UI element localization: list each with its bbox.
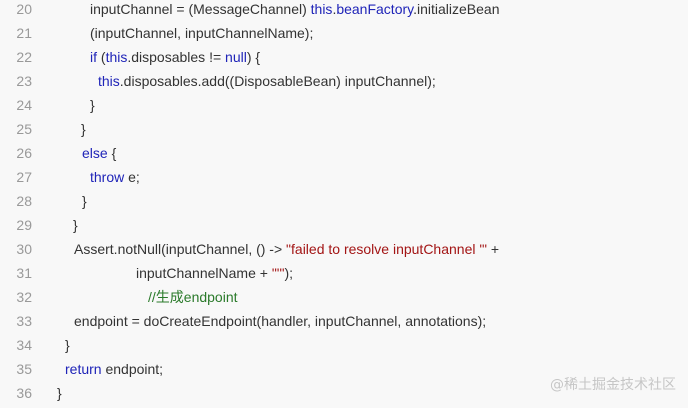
code-token: Assert.notNull(inputChannel, () -> (74, 241, 287, 257)
code-token: . (332, 1, 337, 17)
code-line: 20 inputChannel = (MessageChannel) this.b… (0, 0, 688, 21)
line-number: 29 (16, 217, 32, 233)
code-token: } (90, 97, 95, 113)
code-text: } (57, 381, 62, 405)
code-text: } (82, 189, 87, 213)
line-number: 25 (16, 121, 32, 137)
code-line: 26 else { (0, 141, 688, 165)
code-line: 36} (0, 381, 688, 405)
code-text: return endpoint; (65, 357, 163, 381)
code-line: 27 throw e; (0, 165, 688, 189)
code-line: 35 return endpoint; (0, 357, 688, 381)
code-text: endpoint = doCreateEndpoint(handler, inp… (74, 309, 486, 333)
code-line: 32 //生成endpoint (0, 285, 688, 309)
code-token: } (82, 193, 87, 209)
code-token: "failed to resolve inputChannel '" (286, 241, 488, 257)
line-number: 33 (16, 313, 32, 329)
code-token: .disposables != (127, 49, 226, 65)
code-token: ) { (246, 49, 261, 65)
code-token: (inputChannel, inputChannelName); (90, 25, 314, 41)
code-token: throw (90, 169, 125, 185)
code-line: 34} (0, 333, 688, 357)
line-number: 22 (16, 49, 32, 65)
line-number: 32 (16, 289, 32, 305)
code-token: } (65, 337, 70, 353)
code-text: //生成endpoint (148, 285, 238, 309)
code-text: Assert.notNull(inputChannel, () -> "fail… (74, 237, 499, 261)
code-token: } (57, 385, 62, 401)
code-text: } (90, 93, 95, 117)
code-line: 23 this.disposables.add((DisposableBean) … (0, 69, 688, 93)
line-number: 24 (16, 97, 32, 113)
line-number: 28 (16, 193, 32, 209)
line-number: 34 (16, 337, 32, 353)
code-token: inputChannel = (MessageChannel) (90, 1, 311, 17)
code-text: } (81, 117, 86, 141)
code-token: beanFactory (336, 1, 414, 17)
line-number: 35 (16, 361, 32, 377)
code-line: 21 (inputChannel, inputChannelName); (0, 21, 688, 45)
line-number: 21 (16, 25, 32, 41)
code-token: endpoint = doCreateEndpoint(handler, inp… (74, 313, 487, 329)
code-token: return (65, 361, 102, 377)
line-number: 26 (16, 145, 32, 161)
code-line: 33 endpoint = doCreateEndpoint(handler, i… (0, 309, 688, 333)
code-token: { (107, 145, 117, 161)
code-line: 22 if (this.disposables != null) { (0, 45, 688, 69)
code-line: 28} (0, 189, 688, 213)
code-line: 24} (0, 93, 688, 117)
code-text: else { (82, 141, 116, 165)
code-token: + (487, 241, 500, 257)
code-token: //生成endpoint (148, 289, 238, 305)
code-text: inputChannelName + "'"); (136, 261, 293, 285)
code-line: 31 inputChannelName + "'"); (0, 261, 688, 285)
line-number: 20 (16, 1, 32, 17)
line-number: 27 (16, 169, 32, 185)
line-number: 31 (16, 265, 32, 281)
code-token: } (73, 217, 78, 233)
code-token: this (105, 49, 128, 65)
code-line: 29} (0, 213, 688, 237)
code-text: inputChannel = (MessageChannel) this.bea… (90, 0, 500, 21)
line-number-gutter (0, 0, 48, 408)
code-token: inputChannelName + (136, 265, 272, 281)
code-token: .initializeBean (413, 1, 500, 17)
code-token: e; (124, 169, 140, 185)
code-token: } (81, 121, 86, 137)
line-number: 36 (16, 385, 32, 401)
code-text: this.disposables.add((DisposableBean) in… (98, 69, 436, 93)
code-token: null (225, 49, 247, 65)
code-token: .disposables.add((DisposableBean) inputC… (119, 73, 436, 89)
code-text: } (73, 213, 78, 237)
code-text: } (65, 333, 70, 357)
code-token: this (310, 1, 333, 17)
code-line: 30 Assert.notNull(inputChannel, () -> "fa… (0, 237, 688, 261)
code-text: throw e; (90, 165, 140, 189)
code-token: "'" (271, 265, 285, 281)
code-token: ); (284, 265, 293, 281)
watermark: @稀土掘金技术社区 (550, 377, 676, 393)
line-number: 30 (16, 241, 32, 257)
code-line: 25} (0, 117, 688, 141)
code-token: else (82, 145, 108, 161)
code-token: this (98, 73, 120, 89)
code-text: (inputChannel, inputChannelName); (90, 21, 313, 45)
code-token: if (90, 49, 97, 65)
code-text: if (this.disposables != null) { (90, 45, 260, 69)
line-number: 23 (16, 73, 32, 89)
code-token: ( (97, 49, 106, 65)
code-token: endpoint; (101, 361, 164, 377)
